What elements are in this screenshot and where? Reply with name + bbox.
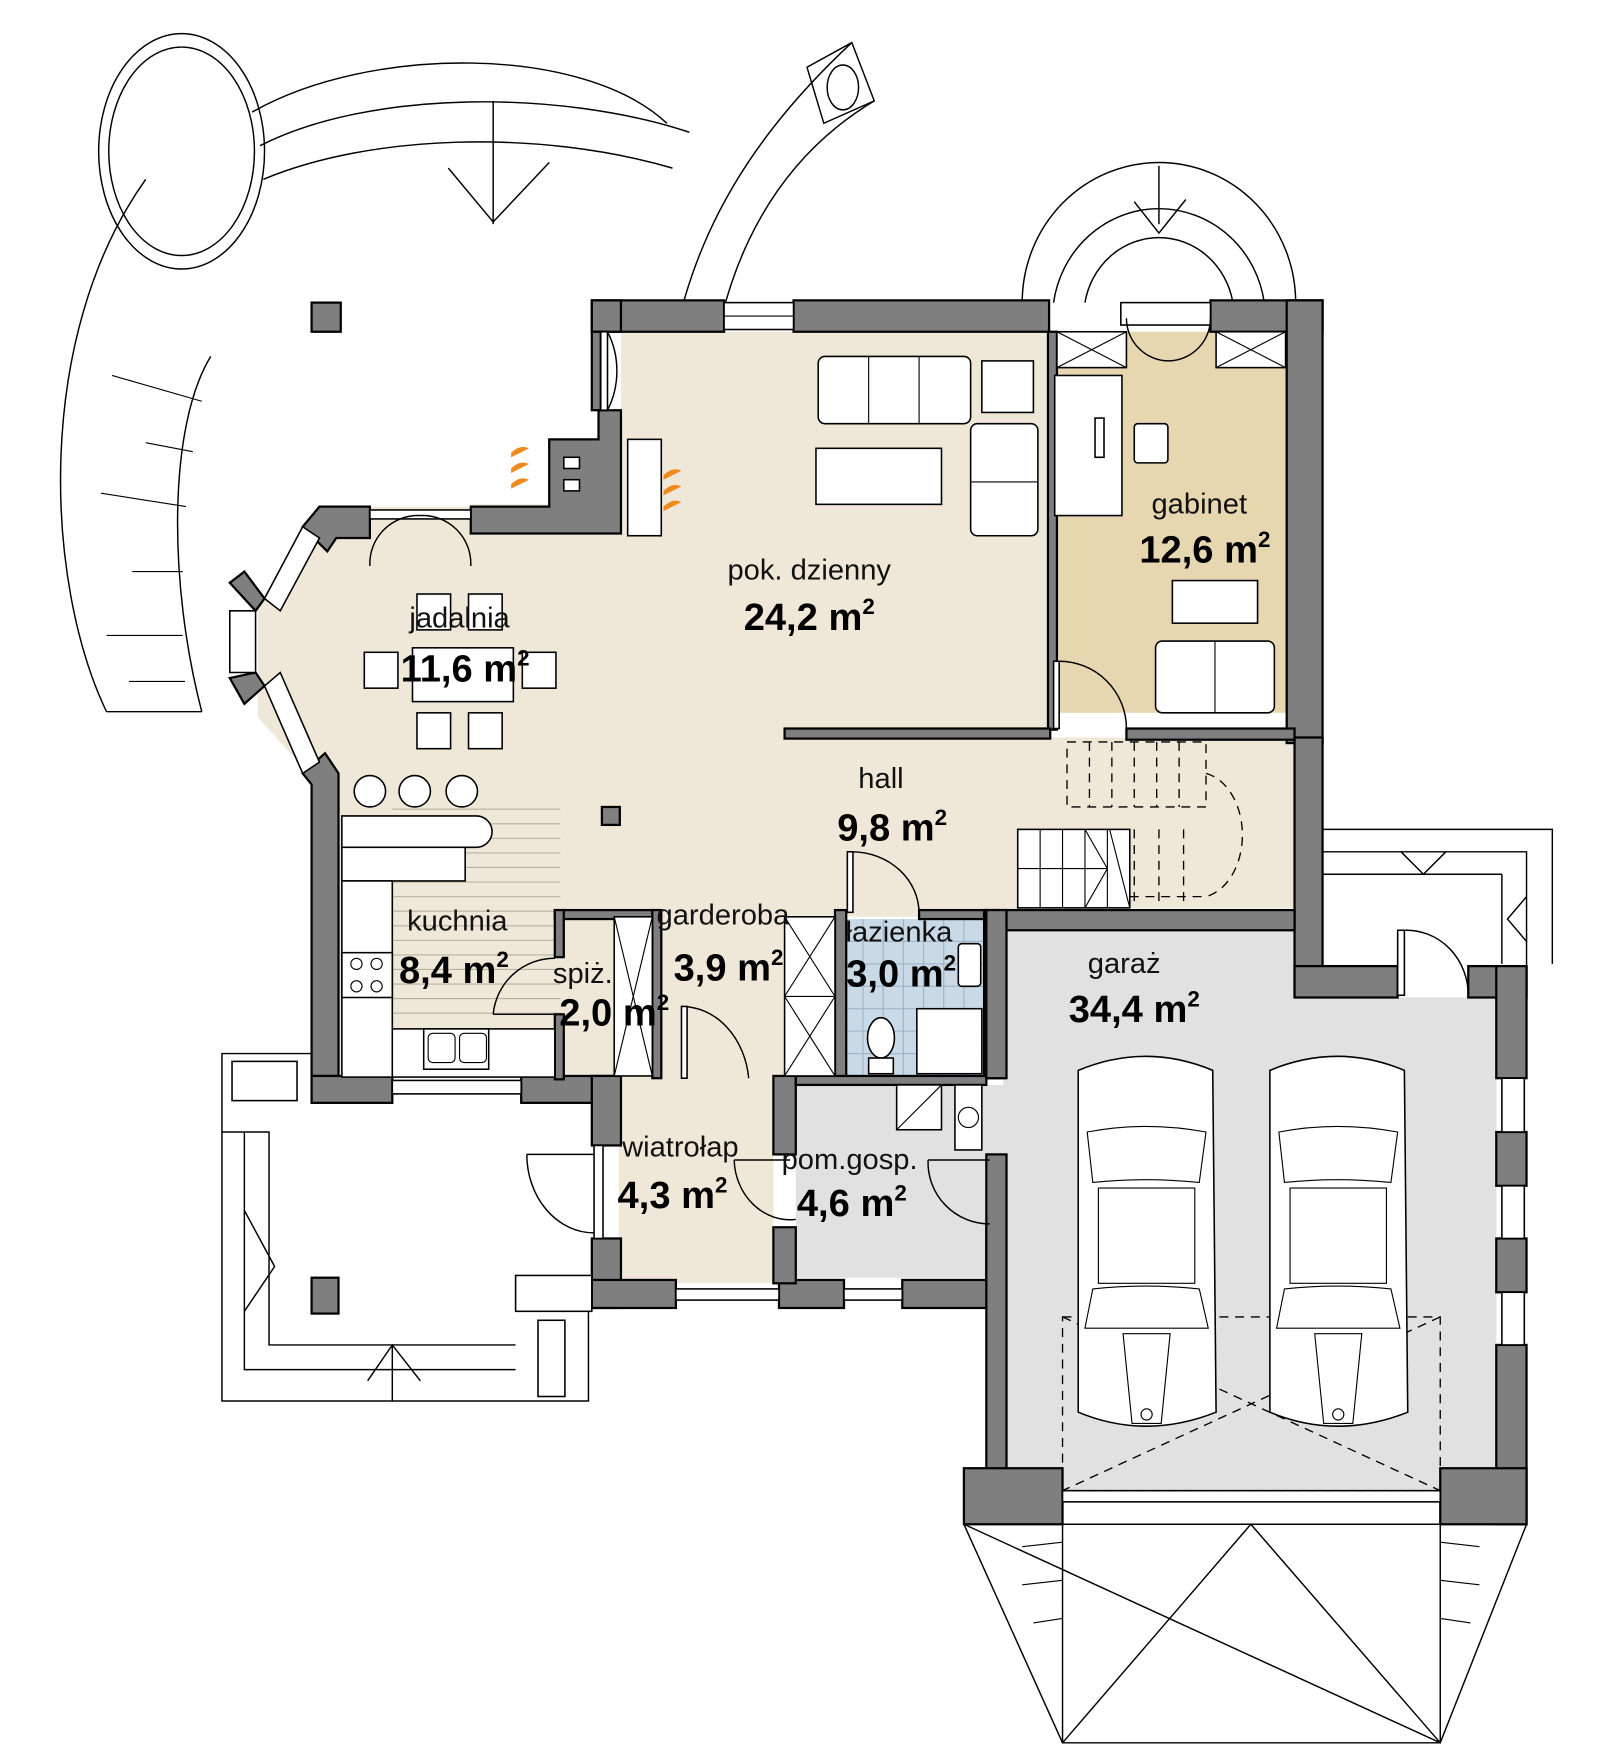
staircase xyxy=(1016,741,1244,909)
room-name-hall: hall xyxy=(858,763,903,795)
room-name-pom-gosp: pom.gosp. xyxy=(782,1144,918,1176)
office-bay xyxy=(1021,161,1297,303)
room-name-wiatrolap: wiatrołap xyxy=(621,1132,739,1164)
room-area-hall: 9,8 m2 xyxy=(837,805,947,850)
fireplace xyxy=(511,438,682,537)
room-name-garaz: garaż xyxy=(1088,948,1161,980)
room-area-garaz: 34,4 m2 xyxy=(1069,986,1200,1031)
room-name-jadalnia: jadalnia xyxy=(408,603,510,635)
room-name-pok-dzienny: pok. dzienny xyxy=(727,554,891,586)
room-area-garderoba: 3,9 m2 xyxy=(674,945,784,990)
car-icon xyxy=(1269,1055,1409,1427)
flame-icon xyxy=(511,446,682,512)
room-area-pok-dzienny: 24,2 m2 xyxy=(744,594,875,639)
room-area-jadalnia: 11,6 m2 xyxy=(401,646,530,691)
room-area-kuchnia: 8,4 m2 xyxy=(399,947,509,992)
room-name-gabinet: gabinet xyxy=(1151,488,1247,520)
room-area-lazienka: 3,0 m2 xyxy=(846,951,956,996)
garage-porch xyxy=(1322,828,1554,967)
stove-icon xyxy=(350,957,383,993)
column xyxy=(310,301,342,333)
sink-icon xyxy=(422,1028,490,1071)
car-icon xyxy=(1077,1055,1217,1427)
room-name-kuchnia: kuchnia xyxy=(407,905,508,937)
room-area-wiatrolap: 4,3 m2 xyxy=(618,1173,728,1218)
room-area-gabinet: 12,6 m2 xyxy=(1139,527,1270,572)
driveway xyxy=(963,1523,1528,1744)
room-labels: pok. dzienny 24,2 m2 gabinet 12,6 m2 jad… xyxy=(399,488,1270,1225)
room-name-garderoba: garderoba xyxy=(657,900,791,932)
room-name-spiz: spiż. xyxy=(553,958,613,990)
room-area-spiz: 2,0 m2 xyxy=(559,990,669,1035)
entrance-terrace xyxy=(221,1052,593,1402)
room-name-lazienka: łazienka xyxy=(845,916,953,948)
furniture xyxy=(341,355,1409,1427)
curved-terrace xyxy=(59,32,876,713)
room-area-pom-gosp: 4,6 m2 xyxy=(797,1180,907,1225)
walls xyxy=(228,299,1528,1526)
